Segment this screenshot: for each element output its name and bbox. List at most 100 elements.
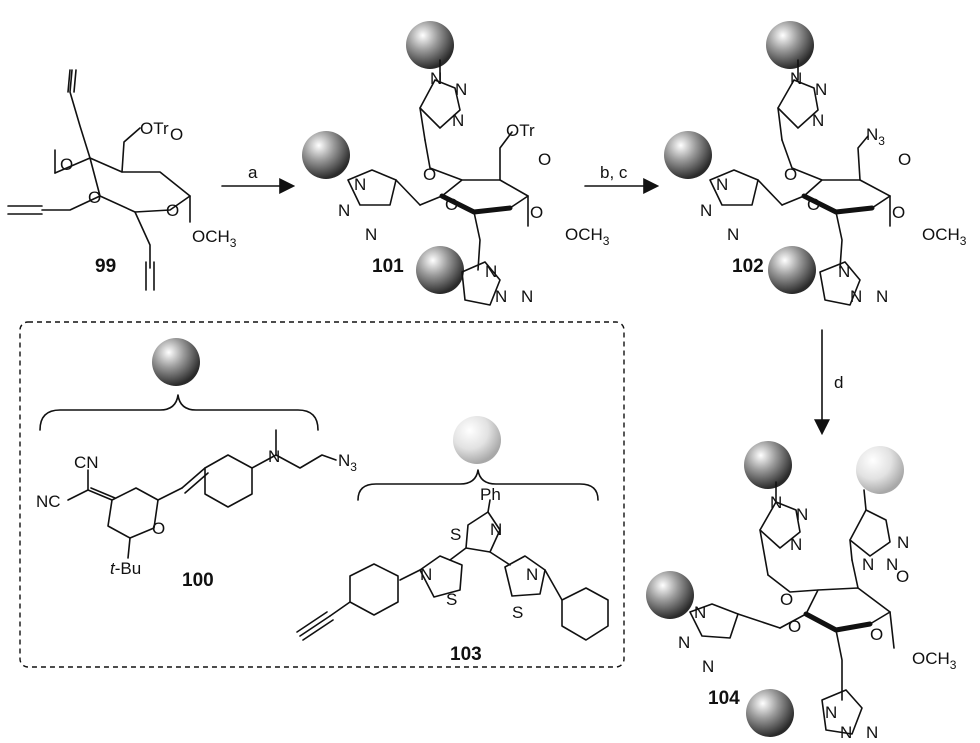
compound-100: CN NC O N N3 t-Bu 100 [36,338,357,591]
oxygen-label: O [166,201,179,220]
brace [39,394,319,431]
triazole-n: N [790,69,802,88]
triazole-n: N [862,555,874,574]
triazole-n: N [700,201,712,220]
oxygen-label: O [807,195,820,214]
dye-sphere [416,246,464,294]
oxygen-label: O [892,203,905,222]
och3-label: OCH3 [922,225,967,248]
compound-104: N N N N N N O O O O N N N N N N OCH3 104 [646,441,957,742]
arrow-bc: b, c [584,163,660,194]
cn-label: CN [74,453,99,472]
dye-sphere [746,689,794,737]
ring-oxygen: O [896,567,909,586]
ring-oxygen: O [538,150,551,169]
triazole-n: N [815,80,827,99]
thiazole-s: S [446,590,457,609]
dye-sphere [664,131,712,179]
triazole-n: N [876,287,888,306]
dye-sphere [766,21,814,69]
triazole-n: N [886,555,898,574]
compound-103: Ph S N N S N S 103 [296,416,609,665]
dye-sphere [152,338,200,386]
azide-label: N3 [338,451,357,474]
compound-number-103: 103 [450,644,482,665]
oxygen-label: O [784,165,797,184]
azide-label: N3 [866,125,885,148]
compound-number-102: 102 [732,256,764,277]
ph-label: Ph [480,485,501,504]
ring-oxygen: O [170,125,183,144]
fluor-sphere [453,416,501,464]
dye-sphere [646,571,694,619]
triazole-n: N [495,287,507,306]
triazole-n: N [521,287,533,306]
triazole-n: N [702,657,714,676]
arrow-a: a [221,163,296,194]
dye-sphere [744,441,792,489]
dye-sphere [406,21,454,69]
triazole-n: N [897,533,909,552]
brace [357,469,599,501]
reagent-box: CN NC O N N3 t-Bu 100 Ph [19,321,625,668]
compound-101: N N N OTr O O O O N N N N N N OCH3 101 [302,21,610,306]
otr-label: OTr [140,119,169,138]
triazole-n: N [678,633,690,652]
och3-label: OCH3 [192,227,237,250]
oxygen-label: O [788,617,801,636]
triazole-n: N [838,262,850,281]
och3-label: OCH3 [565,225,610,248]
ring-oxygen: O [898,150,911,169]
thiazole-n: N [420,565,432,584]
triazole-n: N [455,80,467,99]
triazole-n: N [825,703,837,722]
oxygen-label: O [780,590,793,609]
triazole-n: N [485,262,497,281]
triazole-n: N [354,175,366,194]
compound-102: N N N N3 O O O O N N N N N N OCH3 102 [664,21,967,306]
compound-number-104: 104 [708,688,740,709]
arrow-d-label: d [834,373,843,392]
triazole-n: N [812,111,824,130]
triazole-n: N [850,287,862,306]
triazole-n: N [452,111,464,130]
thiazole-s: S [512,603,523,622]
triazole-n: N [866,723,878,742]
otr-label: OTr [506,121,535,140]
oxygen-label: O [88,188,101,207]
triazole-n: N [770,493,782,512]
thiazole-n: N [526,565,538,584]
arrow-bc-label: b, c [600,163,628,182]
oxygen-label: O [423,165,436,184]
triazole-n: N [716,175,728,194]
arrow-d: d [814,329,843,436]
oxygen-label: O [530,203,543,222]
dye-sphere [768,246,816,294]
oxygen-label: O [445,195,458,214]
oxygen-label: O [60,155,73,174]
nc-label: NC [36,492,61,511]
compound-number-99: 99 [95,256,116,277]
arrow-a-label: a [248,163,258,182]
compound-number-101: 101 [372,256,404,277]
tbu-label: t-Bu [110,559,141,578]
oxygen-label: O [870,625,883,644]
fluor-sphere [856,446,904,494]
compound-number-100: 100 [182,570,214,591]
compound-99: OTr O O O O OCH3 99 [7,69,237,291]
och3-label: OCH3 [912,649,957,672]
dye-sphere [302,131,350,179]
triazole-n: N [790,535,802,554]
thiazole-n: N [490,520,502,539]
triazole-n: N [796,505,808,524]
triazole-n: N [694,603,706,622]
thiazole-s: S [450,525,461,544]
triazole-n: N [840,723,852,742]
pyran-oxygen: O [152,519,165,538]
triazole-n: N [430,69,442,88]
triazole-n: N [365,225,377,244]
triazole-n: N [727,225,739,244]
amine-n: N [268,447,280,466]
triazole-n: N [338,201,350,220]
